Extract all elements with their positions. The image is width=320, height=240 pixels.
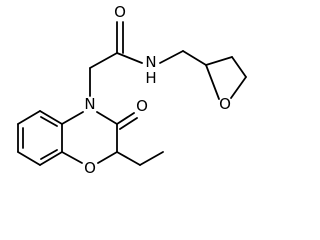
atom-n-ring: N — [84, 95, 95, 113]
bond-ethyl-2 — [139, 151, 164, 166]
bond-c-n-ring — [61, 111, 84, 125]
bond-n-carbonyl — [96, 111, 118, 125]
bond-thf-3 — [230, 76, 247, 99]
oxazinone-ring — [61, 111, 138, 164]
atom-o-lactam: O — [136, 97, 148, 115]
bond-thf-1 — [205, 56, 233, 66]
ethyl-group — [116, 151, 164, 166]
bond-thf-2 — [231, 56, 247, 78]
bond-benzene-1 — [39, 110, 63, 125]
atom-o-amide: O — [114, 3, 126, 21]
bond-o-ring-benzene — [61, 151, 83, 164]
molecule-structure: O N H O N O O — [17, 3, 247, 177]
atom-o-ring: O — [84, 159, 96, 177]
bond-lactam-co-2 — [119, 117, 138, 130]
benzene-ring — [17, 110, 63, 166]
bond-benzene-inner-2 — [40, 149, 58, 160]
bond-carbonyl-nh — [116, 52, 143, 64]
atom-h-amide: H — [145, 69, 156, 87]
bond-ch-o-ring — [97, 151, 118, 164]
bond-lactam-co-1 — [116, 112, 135, 125]
bond-benzene-inner-1 — [40, 116, 58, 127]
atom-o-thf: O — [219, 95, 231, 113]
thf-ring — [205, 56, 247, 100]
bond-nh-ch2 — [159, 50, 184, 64]
acetamide-chain — [89, 21, 207, 97]
bond-benzene-6 — [17, 110, 41, 125]
bond-benzene-3 — [39, 151, 63, 166]
bond-thf-4 — [205, 64, 220, 100]
bond-ethyl-1 — [116, 151, 141, 166]
atom-n-amide: N — [145, 53, 156, 71]
bond-ch2-carbonyl — [89, 52, 118, 69]
bond-ch2-thf — [182, 50, 207, 66]
bond-benzene-4 — [17, 151, 41, 166]
